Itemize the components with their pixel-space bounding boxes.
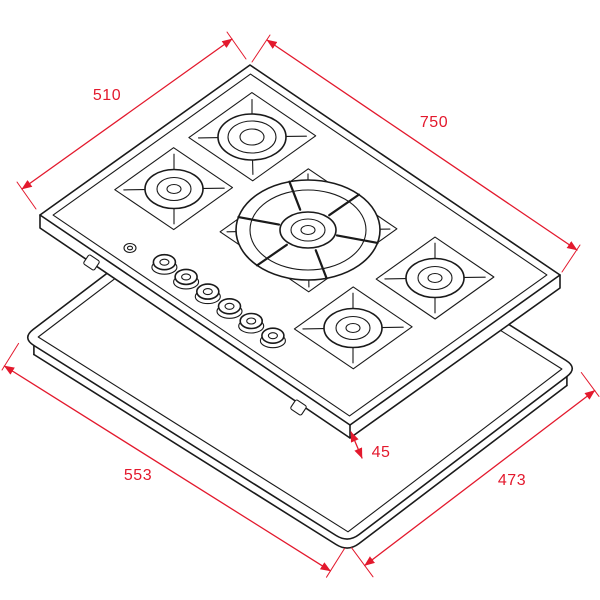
knob-top (217, 297, 242, 315)
burner-cap (417, 265, 453, 291)
burner-ring (405, 257, 465, 299)
knob-grip (202, 288, 213, 296)
dimension-line (21, 38, 233, 190)
extension-line (16, 181, 37, 210)
burner-ring (144, 168, 204, 210)
control-knob (173, 268, 200, 290)
control-knob (259, 327, 286, 349)
burner-ring (323, 307, 383, 349)
dimension-base-width: 553 (1, 342, 346, 578)
burner-ring (279, 211, 337, 249)
burner-recess (293, 286, 413, 370)
extension-line (580, 372, 600, 397)
extension-line (351, 547, 374, 578)
mounting-bracket (83, 254, 100, 271)
control-knob (194, 283, 221, 305)
knob-top (174, 268, 198, 286)
dimension-gap: 45 (350, 431, 391, 461)
burner-right (375, 236, 495, 320)
control-knob (151, 253, 178, 275)
dimension-line (266, 39, 578, 251)
control-knob (216, 297, 243, 319)
dimension-line (364, 389, 596, 567)
dimension-label-553: 553 (124, 467, 152, 484)
extension-line (226, 31, 247, 60)
dimension-line (350, 431, 363, 459)
dimension-label-45: 45 (372, 444, 391, 461)
control-panel (123, 242, 286, 349)
knob-grip (181, 273, 192, 281)
knob-top (152, 253, 177, 271)
base-panel-thickness-edge (33, 353, 568, 549)
extension-line (561, 244, 581, 273)
extension-line (251, 34, 271, 63)
dimension-annotations: 510 750 553 473 45 (1, 31, 600, 578)
dimension-label-750: 750 (420, 114, 448, 131)
dimension-label-510: 510 (93, 87, 121, 104)
dimension-base-depth: 473 (351, 372, 600, 578)
dimension-line (3, 365, 332, 572)
dimension-label-473: 473 (498, 472, 526, 489)
knob-grip (267, 332, 278, 340)
burner-cap (335, 315, 371, 341)
burner-center (345, 322, 361, 334)
burner-center (239, 128, 265, 146)
control-knob (238, 312, 265, 334)
knob-top (239, 312, 263, 330)
knob-grip (159, 258, 170, 266)
dimension-hob-width: 750 (251, 34, 581, 273)
extension-line (326, 547, 346, 578)
ignition-button-center (126, 245, 134, 251)
dimension-hob-depth: 510 (16, 31, 247, 210)
burner-recess (375, 236, 495, 320)
burner-front (293, 286, 413, 370)
ignition-button (123, 242, 137, 254)
trivet-spoke (314, 249, 328, 280)
knob-grip (246, 317, 257, 325)
knob-top (196, 283, 220, 300)
knob-grip (224, 302, 235, 310)
burner-center (427, 272, 443, 284)
knob-top (261, 327, 285, 345)
